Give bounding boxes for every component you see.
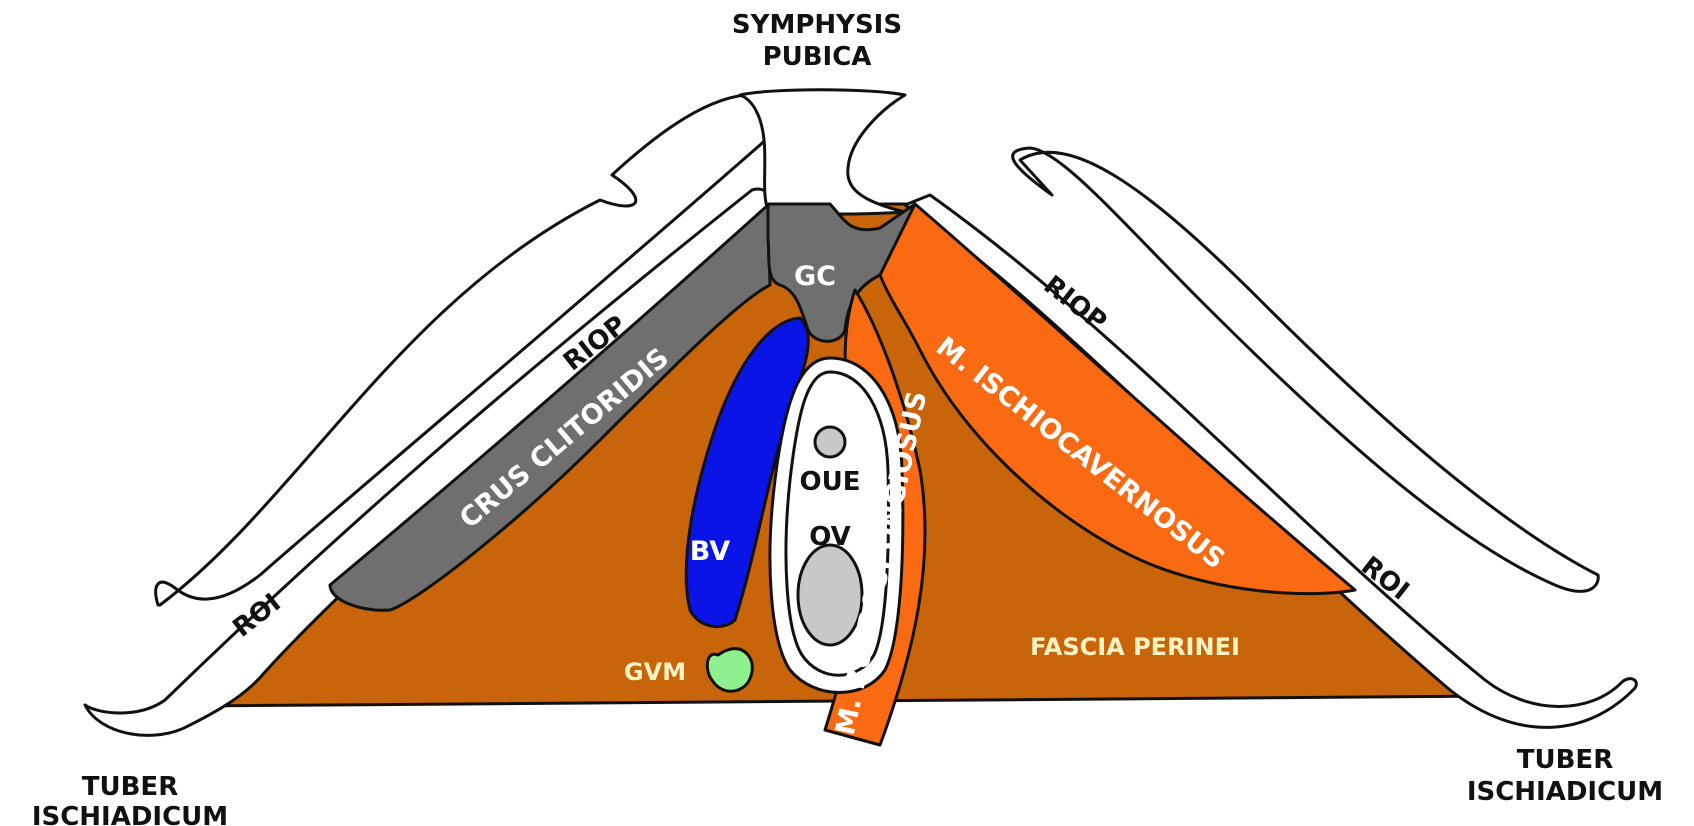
label-tuber-left-line2: ISCHIADICUM: [32, 802, 228, 826]
label-tuber-left-line1: TUBER: [82, 772, 178, 802]
label-gc: GC: [794, 261, 836, 292]
label-ov: OV: [809, 522, 851, 552]
glandula-vestibularis-major: [707, 649, 752, 692]
label-tuber-right-line1: TUBER: [1517, 745, 1613, 775]
label-bv: BV: [690, 536, 730, 567]
label-symphysis-line2: PUBICA: [763, 42, 872, 72]
label-symphysis-line1: SYMPHYSIS: [732, 10, 902, 40]
orificium-urethrae-externum: [815, 427, 845, 457]
label-gvm: GVM: [624, 658, 686, 686]
symphysis-pubica: [740, 90, 905, 214]
label-tuber-right-line2: ISCHIADICUM: [1467, 777, 1663, 807]
label-oue: OUE: [800, 467, 861, 497]
label-fascia-perinei: FASCIA PERINEI: [1030, 633, 1240, 661]
